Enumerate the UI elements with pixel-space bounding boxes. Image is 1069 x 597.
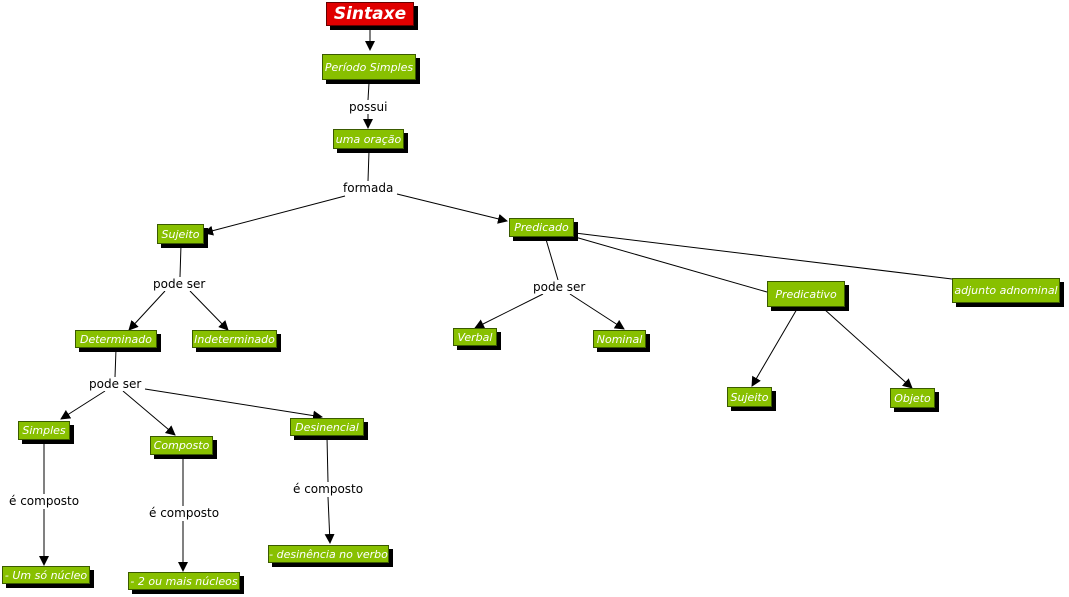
node-predicado[interactable]: Predicado: [509, 218, 574, 237]
node-objeto[interactable]: Objeto: [890, 388, 935, 408]
node-um-so-nucleo[interactable]: - Um só núcleo: [2, 566, 90, 584]
node-desinencia-no-verbo[interactable]: - desinência no verbo: [268, 545, 389, 563]
node-predicativo[interactable]: Predicativo: [767, 281, 845, 307]
node-dois-ou-mais-nucleos[interactable]: - 2 ou mais núcleos: [128, 572, 240, 590]
link-label-e-composto-simples: é composto: [8, 494, 81, 508]
link-label-pode-ser-sujeito: pode ser: [152, 277, 207, 291]
node-composto[interactable]: Composto: [150, 436, 213, 455]
node-desinencial[interactable]: Desinencial: [290, 418, 364, 436]
link-label-e-composto-composto: é composto: [148, 506, 221, 520]
node-determinado[interactable]: Determinado: [75, 330, 157, 348]
node-verbal[interactable]: Verbal: [453, 328, 497, 346]
node-predicativo-sujeito[interactable]: Sujeito: [727, 387, 772, 407]
link-label-possui: possui: [348, 100, 389, 114]
node-adjunto-adnominal[interactable]: adjunto adnominal: [952, 278, 1060, 303]
node-simples[interactable]: Simples: [18, 421, 70, 440]
link-label-pode-ser-determinado: pode ser: [88, 377, 143, 391]
node-indeterminado[interactable]: Indeterminado: [192, 330, 277, 348]
link-label-e-composto-desinencial: é composto: [292, 482, 365, 496]
node-uma-oracao[interactable]: uma oração: [333, 129, 404, 149]
node-periodo-simples[interactable]: Período Simples: [322, 54, 416, 80]
root-node-sintaxe[interactable]: Sintaxe: [326, 2, 414, 26]
node-nominal[interactable]: Nominal: [593, 330, 646, 348]
link-label-formada: formada: [342, 181, 395, 195]
link-label-pode-ser-predicado: pode ser: [532, 280, 587, 294]
node-sujeito[interactable]: Sujeito: [157, 224, 204, 244]
